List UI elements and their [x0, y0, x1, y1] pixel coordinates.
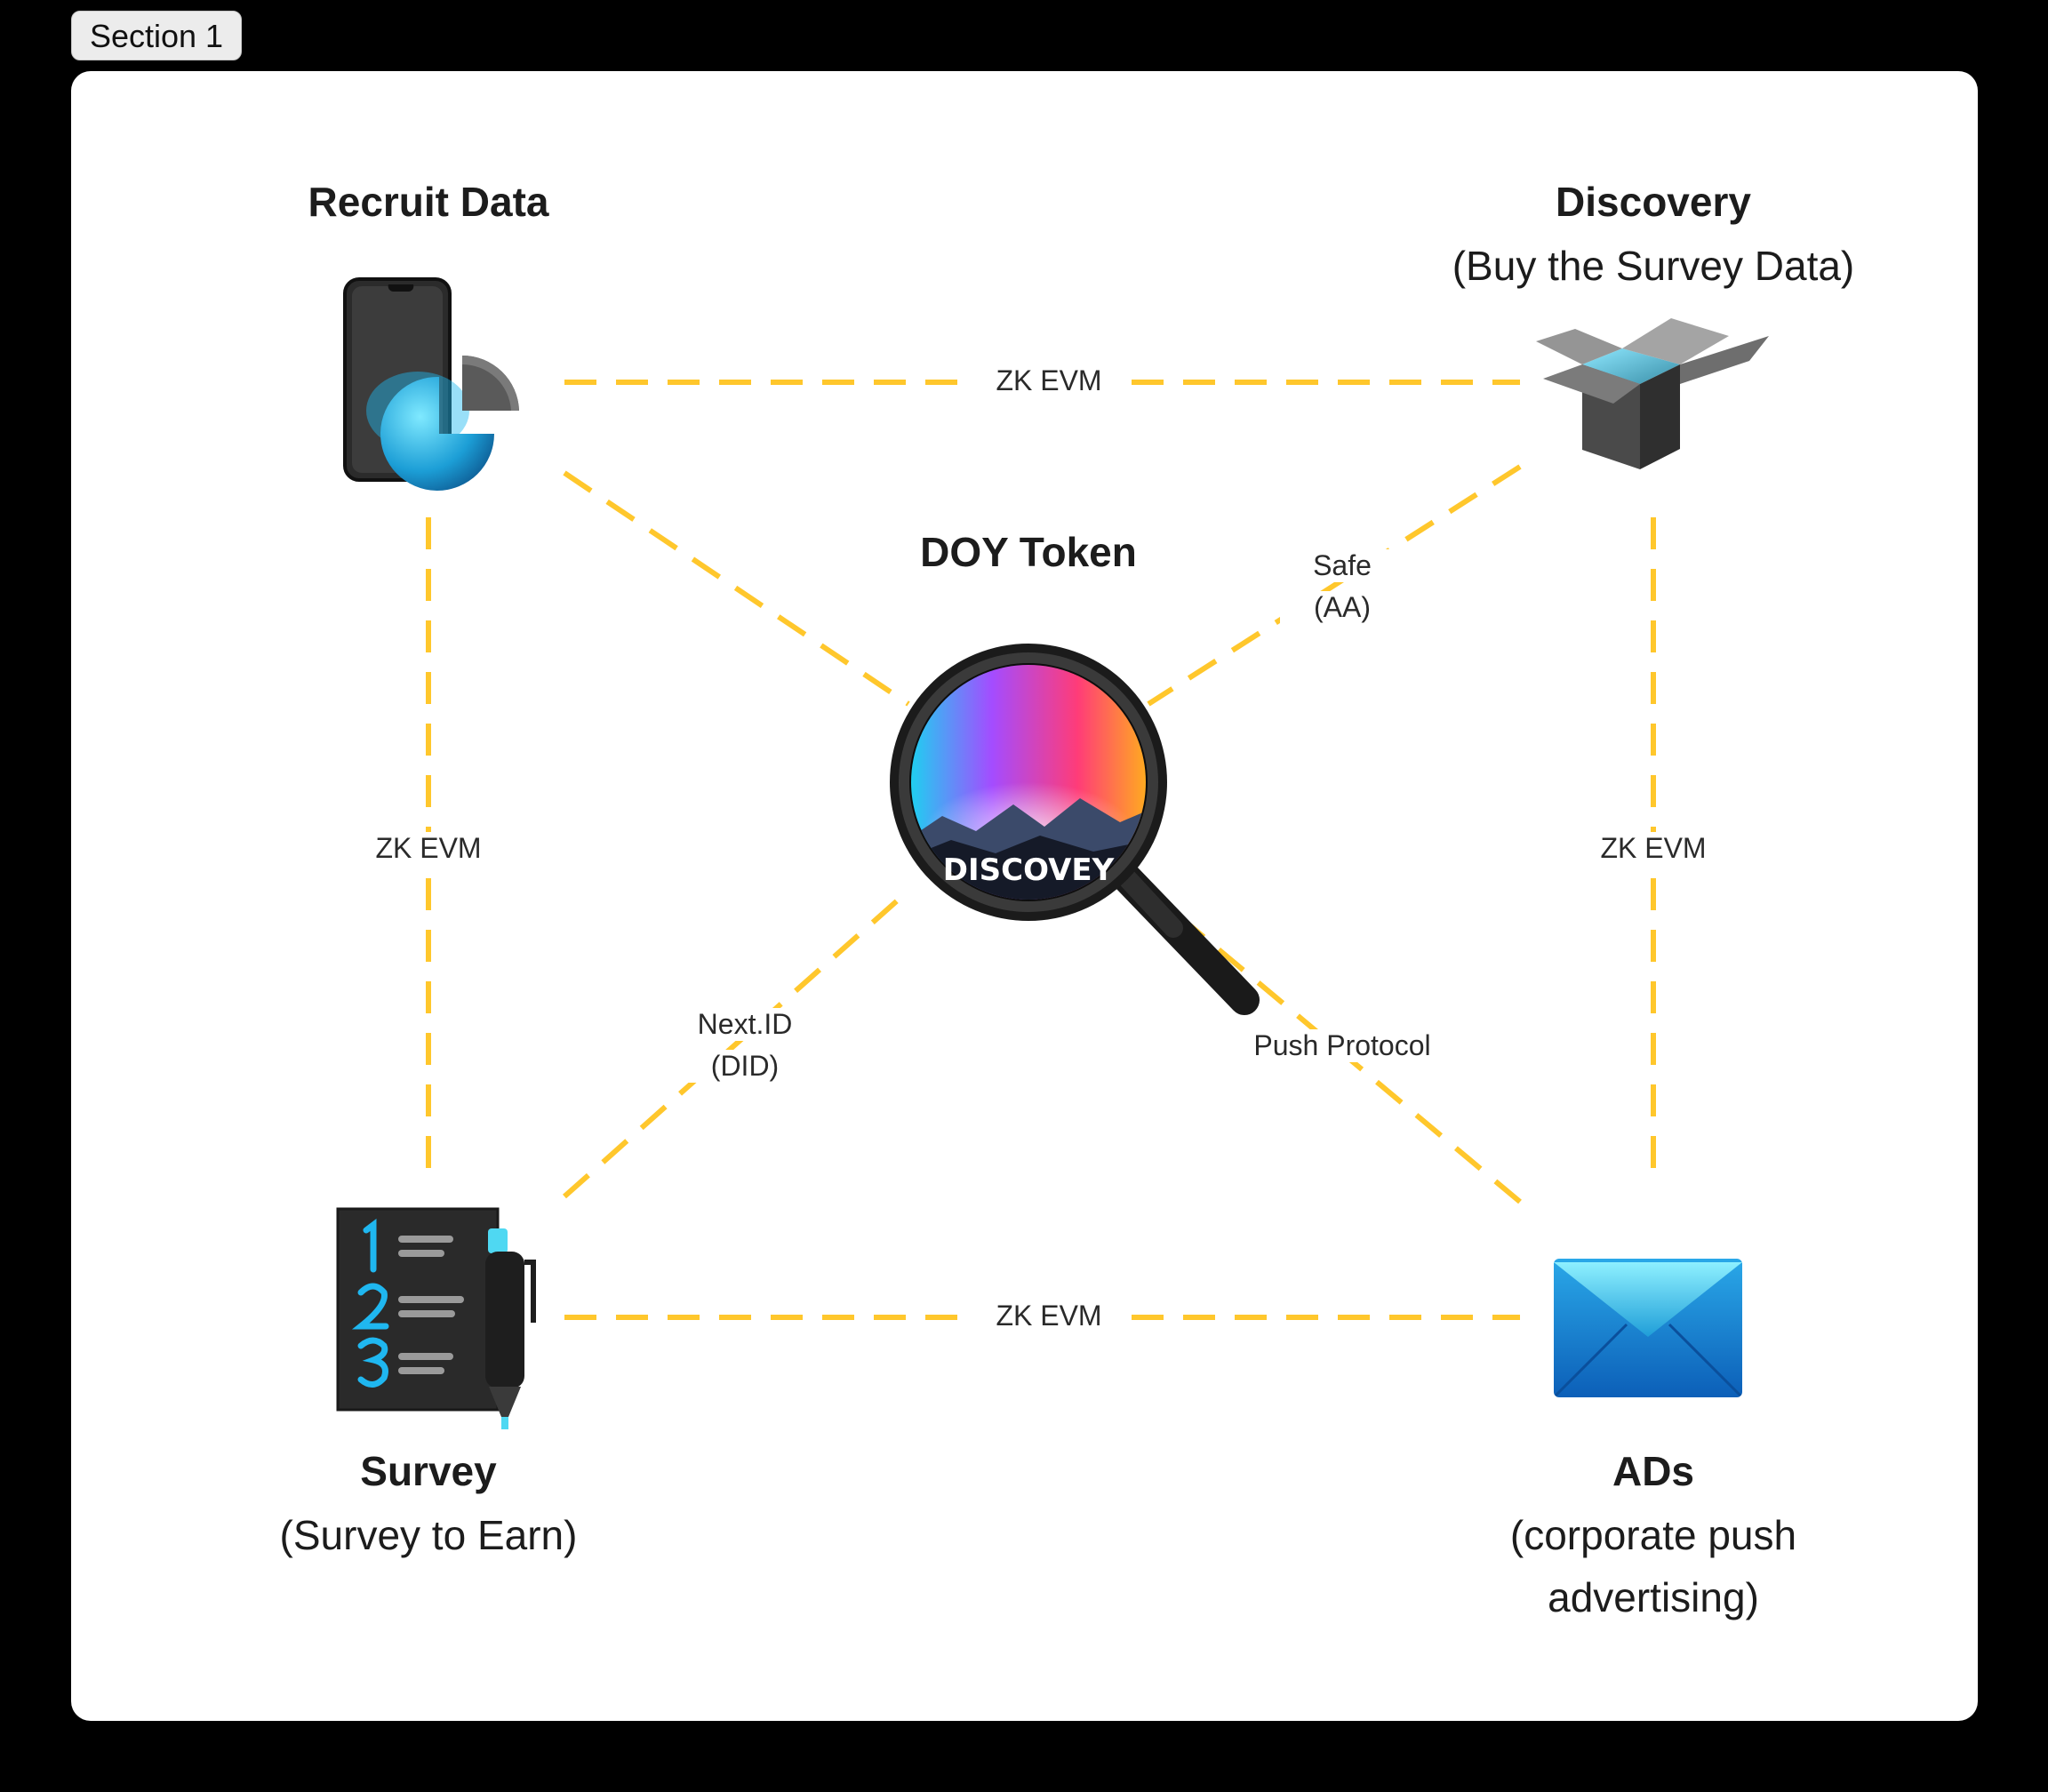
edge-left-label: ZK EVM: [357, 832, 500, 865]
phone-chart-icon: [343, 277, 519, 491]
edge-discovery-center-line: [1147, 464, 1522, 707]
section-label[interactable]: Section 1: [71, 11, 242, 60]
svg-text:DISCOVEY: DISCOVEY: [943, 852, 1115, 888]
edge-right-label: ZK EVM: [1582, 832, 1724, 865]
ads-title: ADs: [1612, 1448, 1695, 1494]
edge-ads-center-line: [1147, 888, 1522, 1204]
open-box-icon: [1536, 318, 1769, 469]
edge-bottom-label: ZK EVM: [973, 1300, 1124, 1332]
edge-push-label: Push Protocol: [1227, 1029, 1458, 1062]
edge-recruit-center-line: [563, 470, 910, 707]
survey-subtitle: (Survey to Earn): [279, 1512, 578, 1558]
edge-top-label: ZK EVM: [973, 364, 1124, 397]
edge-survey-center-line: [563, 888, 910, 1199]
envelope-icon: [1554, 1259, 1742, 1397]
recruit-title: Recruit Data: [308, 179, 549, 225]
magnifier-logo-icon: DISCOVEY: [890, 644, 1260, 1015]
ads-subtitle-line2: advertising): [1548, 1574, 1759, 1620]
edge-safe-label-line1: Safe: [1280, 549, 1404, 582]
survey-title: Survey: [360, 1448, 497, 1494]
discovery-title: Discovery: [1556, 179, 1751, 225]
edge-safe-label-line2: (AA): [1280, 591, 1404, 624]
ads-subtitle-line1: (corporate push: [1509, 1512, 1797, 1558]
edge-nextid-label-line2: (DID): [674, 1050, 816, 1083]
center-title: DOY Token: [920, 529, 1137, 575]
edge-nextid-label-line1: Next.ID: [674, 1008, 816, 1041]
discovery-subtitle: (Buy the Survey Data): [1452, 243, 1855, 289]
numbered-list-pen-icon: [336, 1207, 536, 1429]
